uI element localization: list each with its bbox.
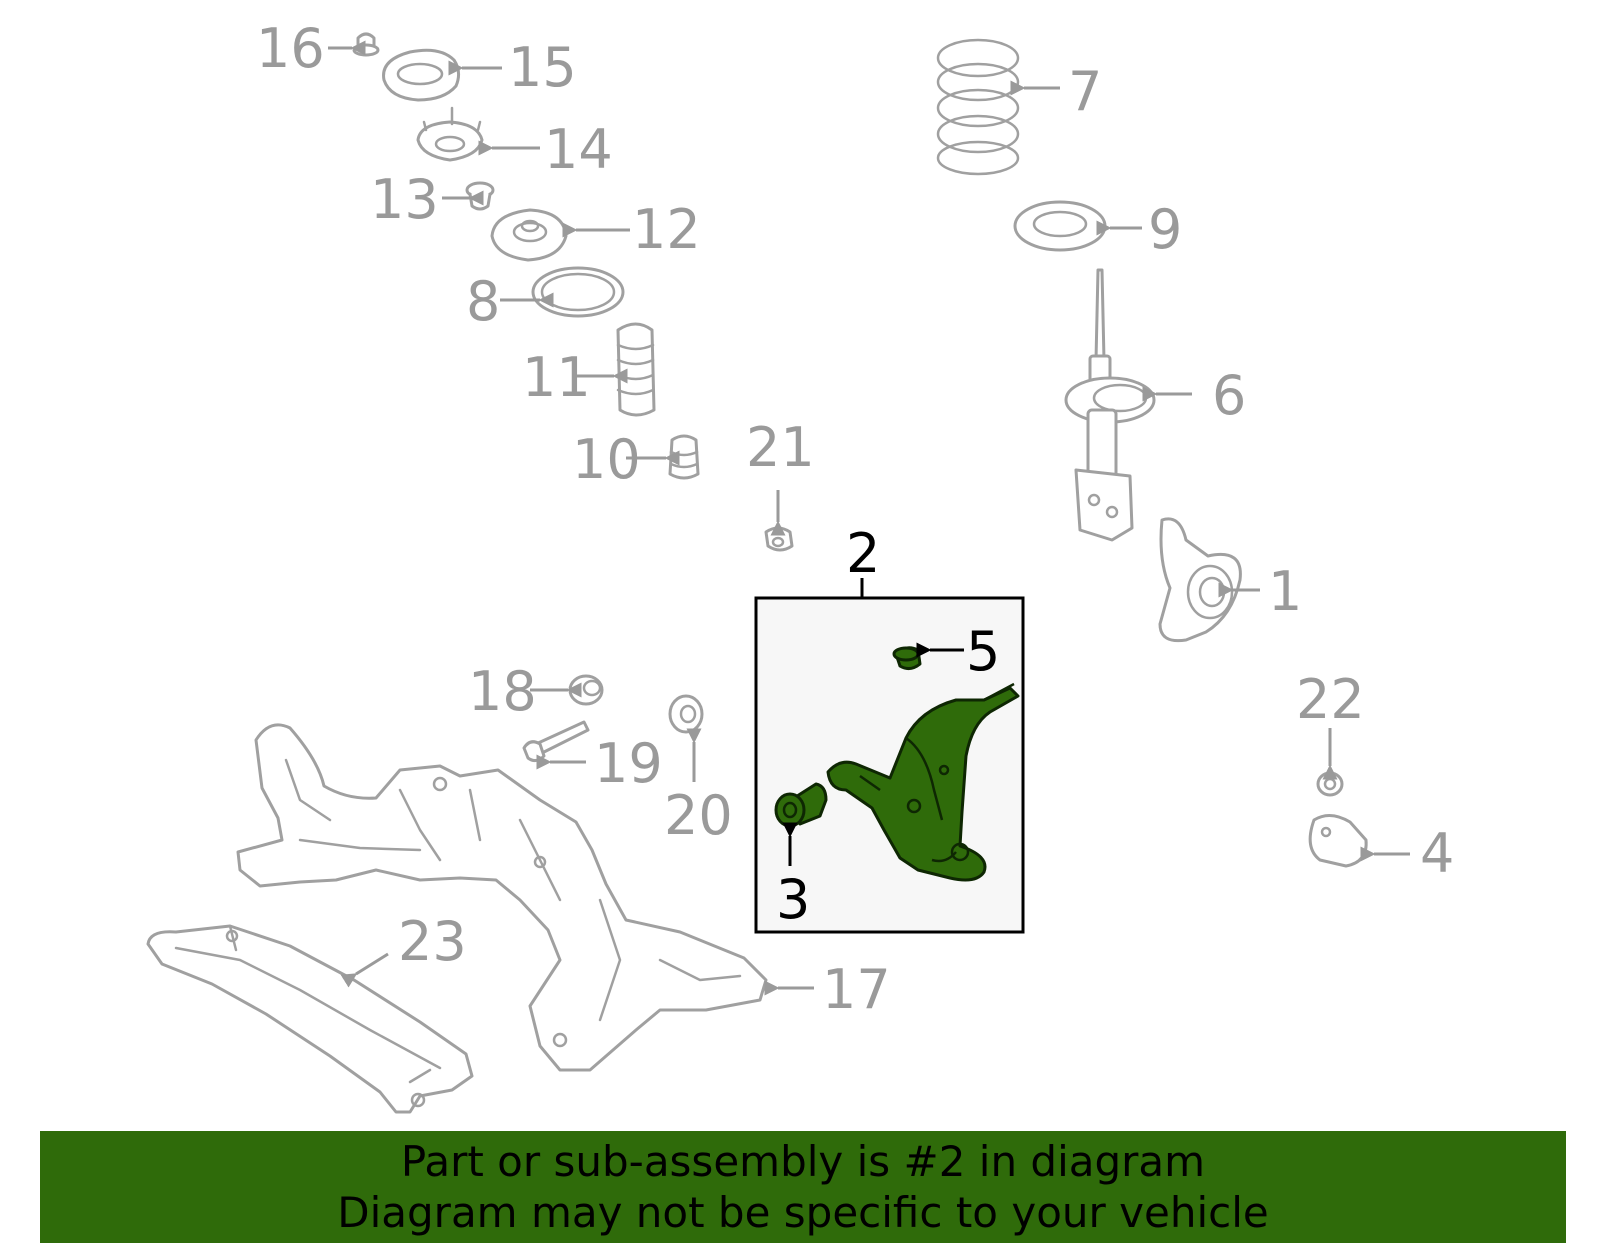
part-22-washer <box>1316 771 1344 797</box>
callout-15: 15 <box>508 36 577 99</box>
callout-22: 22 <box>1296 668 1365 731</box>
callout-21: 21 <box>746 416 815 479</box>
part-21-bushing <box>764 526 794 552</box>
callout-16: 16 <box>256 17 325 80</box>
part-14-strut-mount <box>416 106 484 162</box>
callout-5: 5 <box>966 620 1000 683</box>
part-20-washer <box>668 694 704 734</box>
part-2-lower-control-arm <box>826 682 1020 882</box>
part-17-crossmember <box>236 723 768 1072</box>
part-9-spring-insulator <box>1013 200 1107 252</box>
part-10-bump-stop <box>668 434 700 480</box>
part-12-spring-seat <box>490 208 568 262</box>
callout-10: 10 <box>572 428 641 491</box>
part-16-nut <box>352 32 380 57</box>
part-18-bushing <box>568 674 604 706</box>
callout-1: 1 <box>1268 560 1302 623</box>
leaders <box>328 40 1410 996</box>
part-4-bracket <box>1308 814 1368 868</box>
banner-line-1: Part or sub-assembly is #2 in diagram <box>400 1137 1206 1186</box>
part-19-bolt <box>522 720 590 763</box>
callout-13: 13 <box>370 168 439 231</box>
callout-20: 20 <box>664 784 733 847</box>
callout-23: 23 <box>398 910 467 973</box>
part-1-steering-knuckle <box>1158 517 1242 643</box>
part-6-strut <box>1064 268 1156 542</box>
callout-14: 14 <box>544 118 613 181</box>
callout-7: 7 <box>1068 60 1102 123</box>
callout-17: 17 <box>822 958 891 1021</box>
callout-11: 11 <box>522 346 591 409</box>
callout-19: 19 <box>594 732 663 795</box>
part-15-mount-plate <box>382 48 461 102</box>
callout-2: 2 <box>846 522 880 585</box>
info-banner: Part or sub-assembly is #2 in diagram Di… <box>40 1131 1566 1243</box>
part-13-bushing <box>465 181 495 211</box>
callout-6: 6 <box>1212 364 1246 427</box>
part-7-coil-spring <box>936 38 1020 176</box>
callout-8: 8 <box>466 270 500 333</box>
callout-3: 3 <box>776 868 810 931</box>
callout-12: 12 <box>632 198 701 261</box>
callout-9: 9 <box>1148 198 1182 261</box>
banner-line-2: Diagram may not be specific to your vehi… <box>337 1188 1269 1237</box>
part-11-dust-boot <box>616 322 656 417</box>
callout-18: 18 <box>468 660 537 723</box>
callout-labels: 16 15 14 13 12 8 11 10 7 9 6 1 21 22 4 1… <box>256 17 1454 1021</box>
callout-4: 4 <box>1420 822 1454 885</box>
part-8-insulator-ring <box>531 266 625 318</box>
